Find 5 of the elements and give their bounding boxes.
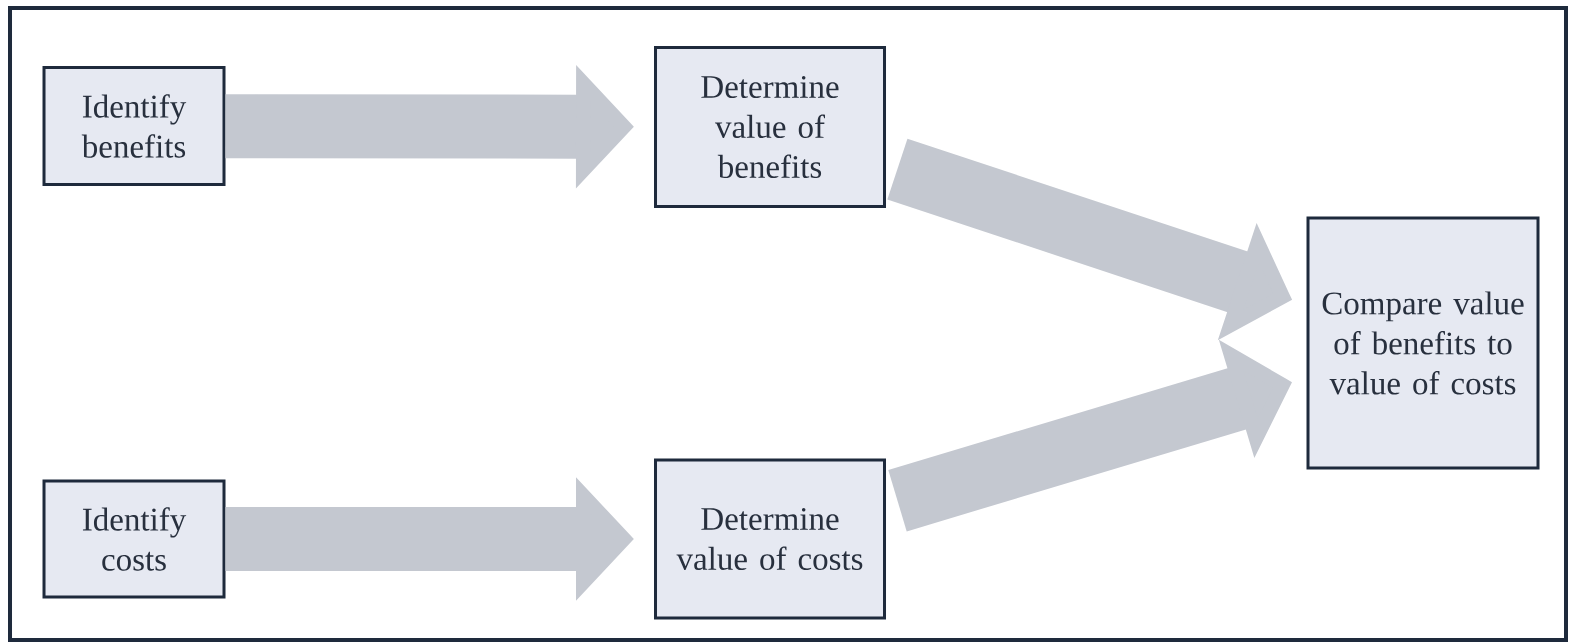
step-box: Identify benefits	[42, 66, 226, 186]
step-box: Identify costs	[42, 479, 226, 599]
step-box: Determine value of costs	[654, 458, 886, 620]
step-box: Determine value of benefits	[654, 46, 886, 208]
step-box: Compare value of benefits to value of costs	[1306, 216, 1540, 470]
